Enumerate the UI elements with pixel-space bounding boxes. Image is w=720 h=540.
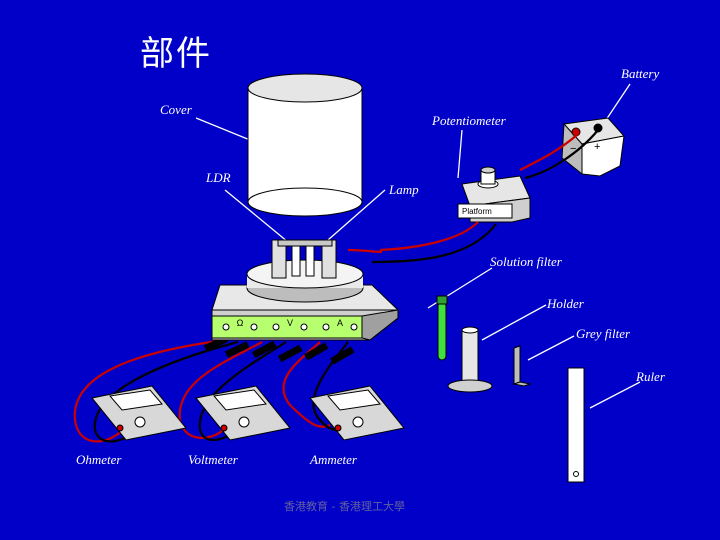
ohmeter-label: Ohmeter <box>76 452 122 467</box>
wire-lamp-black <box>371 223 497 264</box>
grey-filter-pointer <box>527 335 575 361</box>
plug <box>277 344 303 363</box>
footer-text: 香港教育 - 香港理工大學 <box>284 500 405 513</box>
wire-ohm-red <box>73 338 226 443</box>
ruler-label: Ruler <box>636 369 665 384</box>
potentiometer-label: Potentiometer <box>432 113 506 128</box>
wire-lamp-red2 <box>347 248 383 254</box>
ohmmeter-device <box>91 385 187 441</box>
ruler <box>567 367 585 483</box>
plug <box>304 342 329 361</box>
ammeter-label: Ammeter <box>310 452 357 467</box>
ammeter-device <box>309 385 405 441</box>
cover-cylinder <box>247 73 363 217</box>
lamp-label: Lamp <box>389 182 419 197</box>
volt-symbol: V <box>287 318 293 328</box>
potentiometer-unit <box>457 166 531 223</box>
solution-filter-label: Solution filter <box>490 254 562 269</box>
holder-pointer <box>481 304 547 341</box>
base-unit: Ω V A <box>211 259 400 341</box>
ohm-symbol: Ω <box>237 318 244 328</box>
voltmeter-device <box>195 385 291 441</box>
battery-label: Battery <box>621 66 660 81</box>
voltmeter-label: Voltmeter <box>188 452 238 467</box>
wire-amp-red <box>282 341 331 428</box>
grey-filter <box>512 345 532 387</box>
svg-text:+: + <box>594 141 600 153</box>
plug <box>330 346 355 365</box>
cover-label: Cover <box>160 102 192 117</box>
wire-volt-black <box>198 341 287 442</box>
wire-ohm-black <box>93 340 239 443</box>
holder-stand <box>447 326 493 393</box>
page-title: 部件 <box>140 34 212 74</box>
lamp-pointer <box>327 189 386 241</box>
platform-text: Platform <box>462 207 492 216</box>
ruler-pointer <box>589 381 641 409</box>
battery-unit: − + <box>561 117 625 177</box>
plug <box>251 340 277 359</box>
amp-symbol: A <box>337 318 343 328</box>
wire-volt-red <box>178 341 263 439</box>
wire-battery-red <box>519 133 579 171</box>
ldr-lamp-holder <box>271 239 337 279</box>
grey-filter-label: Grey filter <box>576 326 631 341</box>
wire-lamp-red <box>379 221 479 252</box>
ldr-label: LDR <box>206 170 231 185</box>
solution-filter-tube <box>436 295 448 361</box>
cover-pointer <box>195 117 251 141</box>
plug <box>224 341 250 358</box>
ldr-pointer <box>224 189 289 243</box>
holder-label: Holder <box>547 296 584 311</box>
svg-text:−: − <box>570 143 576 155</box>
wire-battery-black <box>524 129 599 180</box>
potentiometer-pointer <box>457 129 463 179</box>
